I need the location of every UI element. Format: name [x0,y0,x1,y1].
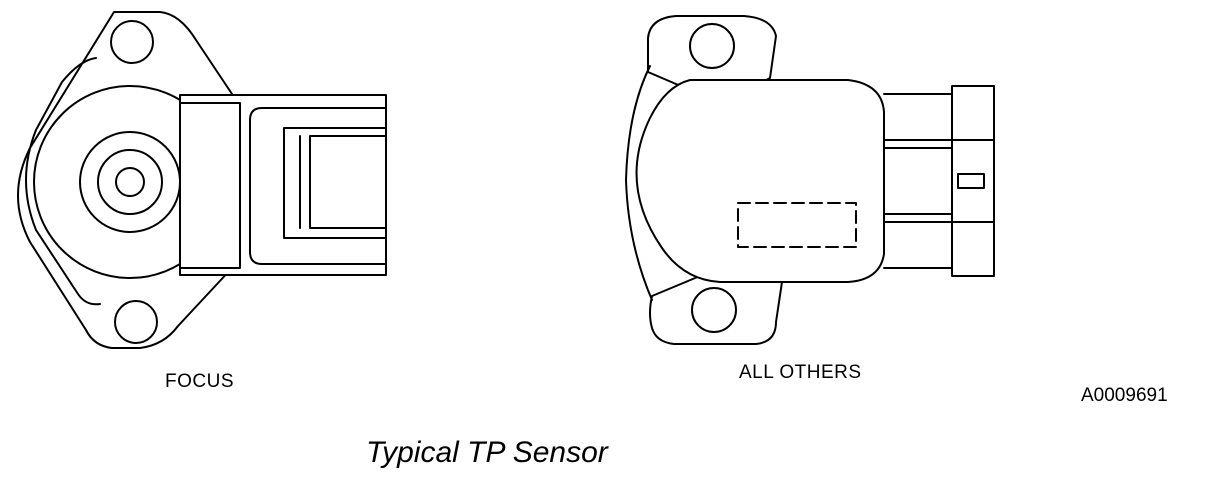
focus-bottom-mount-hole [115,301,157,343]
focus-flange-outline [18,12,232,348]
others-top-lug [648,16,776,90]
focus-connector-latch [310,136,386,228]
others-connector-key [958,174,984,188]
focus-sensor [18,12,386,348]
others-connector-body [884,86,994,276]
others-label-plate [738,203,856,247]
figure-caption: Typical TP Sensor [366,436,608,469]
focus-flange-inner-outline [26,58,100,304]
focus-label: FOCUS [165,371,234,392]
others-main-body [637,80,884,282]
focus-top-mount-hole [111,21,153,63]
others-bottom-lug [650,276,782,344]
focus-connector-socket [284,128,386,238]
all-others-sensor [626,16,994,344]
figure-id: A0009691 [1081,385,1168,406]
others-connector-rail [884,140,994,222]
others-flange-outline [626,66,652,300]
focus-rotor-shaft [116,168,144,196]
all-others-label: ALL OTHERS [739,362,862,383]
focus-rotor-outer [80,132,180,232]
others-bottom-mount-hole [692,288,736,332]
others-top-mount-hole [690,24,734,68]
focus-connector-frame [250,108,386,264]
focus-connector-collar [180,103,240,268]
focus-rotor-middle [98,150,162,214]
